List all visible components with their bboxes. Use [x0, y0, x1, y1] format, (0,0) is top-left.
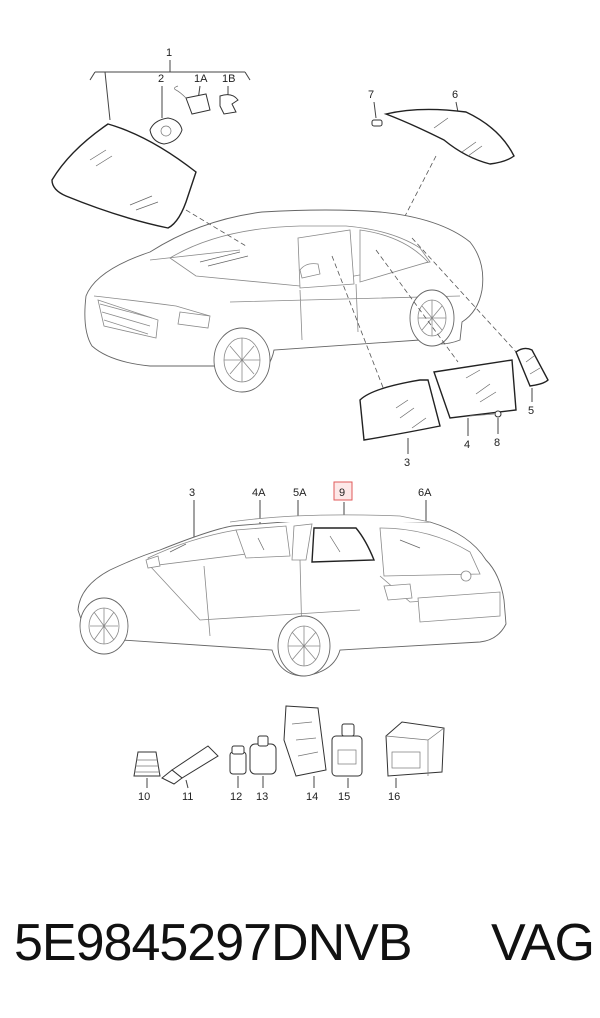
callout-12[interactable]: 12	[230, 791, 242, 803]
callout-7[interactable]: 7	[368, 89, 374, 101]
rear-glass-group: 7 6	[368, 89, 515, 219]
quarter-glass-5[interactable]	[515, 347, 549, 387]
part-16-box[interactable]	[385, 721, 445, 777]
consumables-group: 10 11 12 13 14 15 16	[133, 705, 445, 803]
callout-1a[interactable]: 1A	[194, 73, 208, 85]
part-12-bottle[interactable]	[229, 751, 247, 775]
rear-quarter-glass-9[interactable]	[311, 527, 376, 563]
parts-diagram: 1 2 1A 1B 7 6	[51, 47, 549, 803]
callout-9[interactable]: 9	[339, 487, 345, 499]
callout-w3[interactable]: 3	[189, 487, 195, 499]
callout-10[interactable]: 10	[138, 791, 150, 803]
part-13-canister[interactable]	[249, 743, 277, 775]
rear-window-glass[interactable]	[383, 108, 515, 165]
windscreen-group: 1 2 1A 1B	[51, 47, 251, 229]
callout-16[interactable]: 16	[388, 791, 400, 803]
callout-1b[interactable]: 1B	[222, 73, 235, 85]
part-11-tube[interactable]	[171, 745, 219, 779]
part-number-caption: 5E9845297DNVB VAG	[14, 908, 595, 978]
bracket-1a-part[interactable]	[185, 93, 211, 115]
brand-label: VAG	[491, 914, 595, 972]
estate-callouts: 3 4A 5A 9 6A	[189, 481, 432, 556]
callout-6a[interactable]: 6A	[418, 487, 432, 499]
part-14-pack[interactable]	[283, 705, 327, 777]
rear-door-glass-4[interactable]	[433, 359, 517, 419]
part-10-cone[interactable]	[133, 751, 161, 777]
callout-15[interactable]: 15	[338, 791, 350, 803]
clip-1b-part[interactable]	[219, 94, 239, 115]
clip-7-part[interactable]	[371, 119, 383, 127]
part-number: 5E9845297DNVB	[14, 914, 413, 972]
rain-sensor-part[interactable]	[149, 117, 183, 145]
highlight-box-9	[333, 481, 353, 501]
callout-3[interactable]: 3	[404, 457, 410, 469]
callout-14[interactable]: 14	[306, 791, 318, 803]
callout-5a[interactable]: 5A	[293, 487, 307, 499]
callout-6[interactable]: 6	[452, 89, 458, 101]
sedan-car-illustration	[84, 209, 484, 393]
callout-13[interactable]: 13	[256, 791, 268, 803]
cable-8-part[interactable]	[469, 413, 495, 417]
callout-5[interactable]: 5	[528, 405, 534, 417]
estate-car-illustration	[77, 514, 507, 677]
door-glass-group: 3 4 5 8	[359, 347, 549, 469]
callout-1[interactable]: 1	[166, 47, 172, 59]
callout-4a[interactable]: 4A	[252, 487, 266, 499]
windscreen-glass[interactable]	[51, 123, 197, 229]
callout-11[interactable]: 11	[182, 791, 193, 803]
part-15-bottle[interactable]	[331, 735, 363, 777]
callout-8[interactable]: 8	[494, 437, 500, 449]
callout-2[interactable]: 2	[158, 73, 164, 85]
callout-4[interactable]: 4	[464, 439, 470, 451]
front-door-glass-3[interactable]	[359, 379, 441, 441]
